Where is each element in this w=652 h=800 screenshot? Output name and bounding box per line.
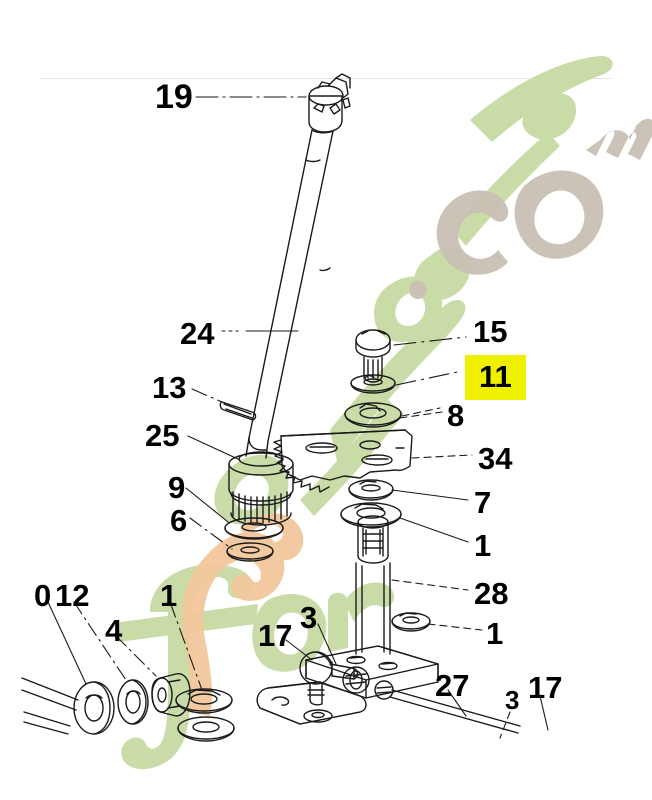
part-washer-1-lowerleft (175, 688, 235, 742)
part-vertical-post (355, 515, 391, 655)
callout-3b: 3 (505, 685, 520, 715)
callout-1c: 1 (486, 616, 504, 651)
part-tie-rod (389, 689, 521, 734)
callout-13: 13 (152, 370, 187, 405)
callout-28: 28 (474, 576, 509, 611)
callout-6: 6 (170, 503, 188, 538)
callout-7: 7 (474, 485, 492, 520)
part-base-plate (305, 645, 439, 699)
callout-27: 27 (435, 668, 470, 703)
callout-8: 8 (447, 398, 465, 433)
callout-1a: 1 (474, 528, 492, 563)
callout-12: 12 (55, 578, 90, 613)
part-roll-pin (219, 401, 257, 421)
callout-1b: 1 (160, 578, 178, 613)
callout-34: 34 (478, 441, 513, 476)
part-disc-0 (73, 681, 115, 735)
callout-0: 0 (34, 578, 52, 613)
callout-19: 19 (155, 78, 193, 116)
header-divider (40, 78, 612, 79)
part-handle-grip (308, 73, 351, 133)
leader-lines (47, 96, 549, 739)
callout-17b: 17 (528, 670, 563, 705)
callout-11: 11 (465, 355, 526, 400)
part-disc-12 (117, 679, 149, 725)
callout-4: 4 (105, 613, 123, 648)
callout-3a: 3 (300, 600, 318, 635)
part-washer-1-right (391, 612, 431, 632)
callout-24: 24 (180, 316, 215, 351)
callout-25: 25 (145, 418, 180, 453)
part-disc-4 (151, 673, 191, 717)
part-shaft-lower-end (245, 437, 269, 459)
part-washer-1-upper (340, 502, 402, 528)
part-lock-washer-8 (344, 402, 402, 428)
part-washer-6 (226, 542, 274, 562)
part-washer-9 (224, 517, 284, 540)
part-knurled-collar (228, 451, 294, 526)
callout-15: 15 (473, 314, 508, 349)
callout-9: 9 (168, 470, 186, 505)
part-left-shaft-stubs (21, 677, 79, 735)
part-flat-washer-11 (350, 374, 396, 394)
callout-17a: 17 (258, 618, 293, 653)
part-toothed-sector-plate (273, 429, 413, 493)
part-spacer-washer-7 (348, 479, 394, 501)
